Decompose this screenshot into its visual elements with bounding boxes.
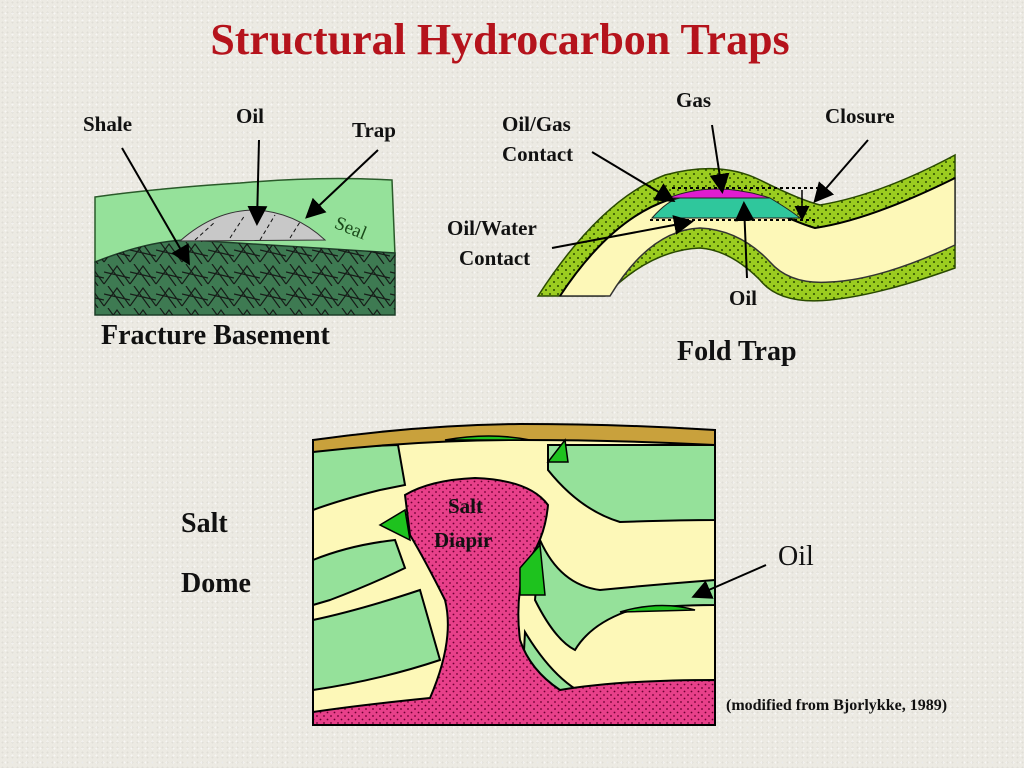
salt-label: Salt xyxy=(181,508,228,539)
fold-trap-caption: Fold Trap xyxy=(677,336,797,367)
salt-layer-1 xyxy=(312,443,407,512)
fold-oil-label: Oil xyxy=(729,286,758,310)
oil-gas-contact-pointer xyxy=(591,151,676,203)
salt-layer-3 xyxy=(312,588,442,692)
oil-pocket-1 xyxy=(378,508,411,542)
gas-pointer xyxy=(709,124,730,194)
shale-pointer xyxy=(121,147,191,266)
salt-layer-2 xyxy=(312,538,407,607)
closure-pointer xyxy=(813,139,869,204)
oil-pocket-3 xyxy=(546,438,569,463)
oil-pocket-4 xyxy=(619,604,696,613)
oil-water-contact-pointer xyxy=(551,215,694,249)
salt-oil-pointer xyxy=(691,564,767,599)
source-citation: (modified from Bjorlykke, 1989) xyxy=(726,697,948,714)
diapir-salt-label: Salt xyxy=(448,494,484,518)
trap-label: Trap xyxy=(352,118,396,142)
oil-gas-label: Oil/Gas xyxy=(502,112,571,136)
salt-diapir xyxy=(312,476,716,726)
trap-pointer xyxy=(305,149,379,219)
oil-water-contact-label: Contact xyxy=(459,246,531,270)
oil-water-label: Oil/Water xyxy=(447,216,537,240)
fracture-basement-diagram xyxy=(94,139,396,316)
closure-label: Closure xyxy=(825,104,895,128)
fold-oil-pointer xyxy=(734,201,755,279)
salt-oil-label: Oil xyxy=(778,541,814,572)
shale-label: Shale xyxy=(83,112,133,136)
oil-pocket-5 xyxy=(444,435,531,441)
oil-pointer xyxy=(247,139,268,226)
gas-label: Gas xyxy=(676,88,712,112)
fold-trap-diagram xyxy=(536,124,956,302)
oil-pocket-2 xyxy=(519,543,546,596)
salt-dome-diagram xyxy=(312,422,767,726)
page-title: Structural Hydrocarbon Traps xyxy=(210,15,790,64)
dome-label: Dome xyxy=(181,568,251,599)
fracture-basement-caption: Fracture Basement xyxy=(101,320,330,351)
salt-layer-4 xyxy=(547,444,716,524)
fracture-oil-label: Oil xyxy=(236,104,265,128)
oil-gas-contact-label: Contact xyxy=(502,142,574,166)
diapir-label: Diapir xyxy=(434,528,493,552)
